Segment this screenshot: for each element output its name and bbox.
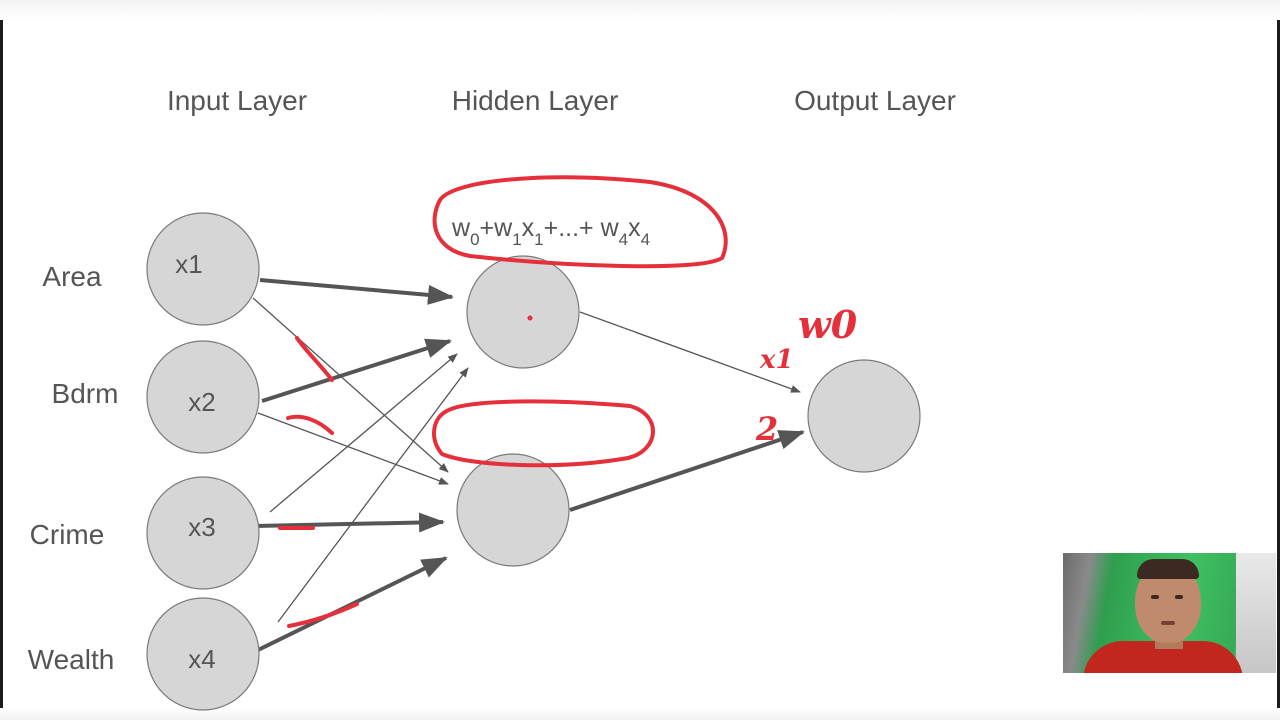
formula-part-0: w — [451, 214, 471, 242]
webcam-overlay — [1063, 553, 1276, 673]
connection-x3-h2 — [254, 512, 445, 533]
connection-x2-h2 — [257, 412, 449, 485]
formula-sub-2: 1 — [534, 230, 543, 249]
connection-x4-h1 — [277, 367, 469, 623]
presenter-eye-right — [1175, 595, 1183, 599]
ink-mark-x2 — [286, 414, 334, 435]
hidden-node-1 — [466, 255, 580, 369]
ink-two-label: 2 — [755, 410, 778, 448]
feature-label-area: Area — [42, 261, 102, 292]
input-layer-title: Input Layer — [167, 85, 307, 116]
input-node-x2 — [146, 340, 260, 454]
ink-ellipse-hidden2 — [432, 399, 655, 468]
formula-sub-0: 0 — [470, 230, 479, 249]
left-border — [0, 20, 3, 710]
ink-x-label: x1 — [759, 345, 794, 375]
presenter-hair — [1137, 559, 1199, 579]
connection-x2-h1 — [261, 338, 452, 403]
connection-h2-out — [569, 430, 805, 512]
connection-h1-out — [579, 311, 801, 393]
ink-mark-x4 — [287, 602, 359, 628]
input-node-x4 — [146, 597, 260, 711]
input-node-label-x4: x4 — [188, 644, 215, 674]
presenter-eye-left — [1151, 595, 1159, 599]
presenter-mouth — [1161, 621, 1175, 625]
hidden-layer-title: Hidden Layer — [452, 85, 619, 116]
formula-part-4: x — [628, 214, 641, 242]
feature-label-bdrm: Bdrm — [52, 378, 119, 409]
input-node-x3 — [146, 476, 260, 590]
formula-sub-4: 4 — [641, 230, 650, 249]
formula-sub-3: 4 — [619, 230, 628, 249]
ink-mark-x1 — [295, 336, 334, 382]
input-node-label-x3: x3 — [188, 512, 215, 542]
weighted-sum-formula: w0+w1x1+...+ w4x4 — [451, 214, 650, 249]
connection-x3-h1 — [269, 353, 458, 513]
formula-part-2: x — [522, 214, 535, 242]
window-top-band — [0, 0, 1280, 20]
formula-part-1: +w — [480, 214, 514, 242]
ink-dot — [527, 315, 533, 321]
formula-sub-1: 1 — [512, 230, 521, 249]
output-node — [807, 359, 921, 473]
input-node-x1 — [146, 212, 260, 326]
output-layer-title: Output Layer — [794, 85, 956, 116]
right-border — [1277, 20, 1280, 710]
ink-ellipse-formula — [432, 175, 728, 269]
input-node-label-x2: x2 — [188, 387, 215, 417]
input-node-label-x1: x1 — [175, 249, 202, 279]
ink-weight-label: w0 — [798, 302, 858, 347]
hidden-node-2 — [456, 453, 570, 567]
window-bottom-band — [0, 708, 1280, 720]
feature-label-crime: Crime — [30, 519, 105, 550]
connection-x1-h2 — [252, 297, 449, 473]
webcam-shelf — [1236, 553, 1276, 673]
thin-connections — [252, 297, 801, 623]
ink-annotations — [278, 175, 728, 628]
connection-x1-h1 — [259, 278, 454, 305]
feature-label-wealth: Wealth — [28, 644, 115, 675]
formula-part-3: +...+ w — [544, 214, 620, 242]
